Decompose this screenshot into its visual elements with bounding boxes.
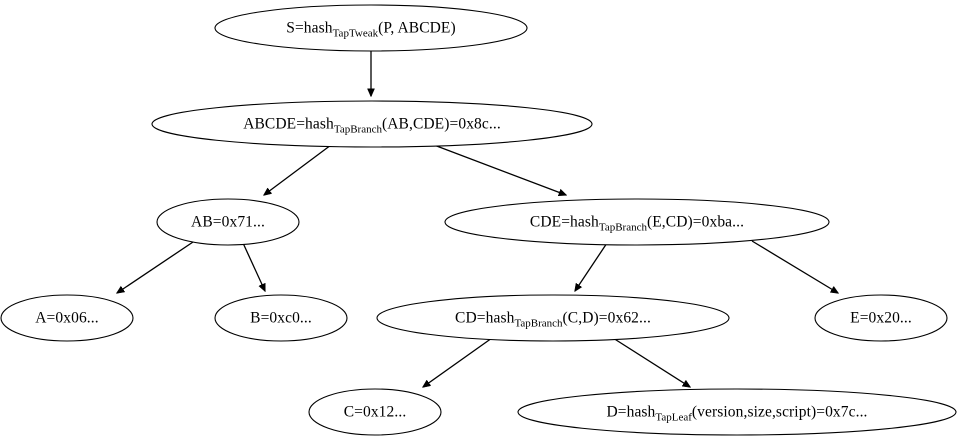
edge-ab-to-a bbox=[117, 239, 197, 293]
node-shape-abcde[interactable] bbox=[151, 100, 593, 148]
edge-cde-to-cd bbox=[575, 242, 608, 291]
node-shape-d[interactable] bbox=[517, 388, 957, 436]
node-shape-s[interactable] bbox=[214, 4, 528, 52]
edge-cde-to-e bbox=[751, 240, 838, 293]
node-shape-ab[interactable] bbox=[156, 198, 300, 246]
node-shape-cde[interactable] bbox=[444, 198, 830, 246]
node-shape-a[interactable] bbox=[0, 294, 134, 342]
edge-abcde-to-ab bbox=[264, 144, 332, 195]
edge-ab-to-b bbox=[242, 242, 266, 291]
node-shape-c[interactable] bbox=[308, 388, 442, 436]
edge-abcde-to-cde bbox=[433, 144, 566, 195]
edge-cd-to-d bbox=[612, 337, 690, 387]
node-shape-e[interactable] bbox=[814, 294, 948, 342]
node-shape-group bbox=[0, 4, 957, 436]
edge-cd-to-c bbox=[423, 337, 493, 387]
edge-group bbox=[117, 51, 838, 387]
node-shape-cd[interactable] bbox=[376, 294, 730, 342]
node-shape-b[interactable] bbox=[214, 294, 348, 342]
